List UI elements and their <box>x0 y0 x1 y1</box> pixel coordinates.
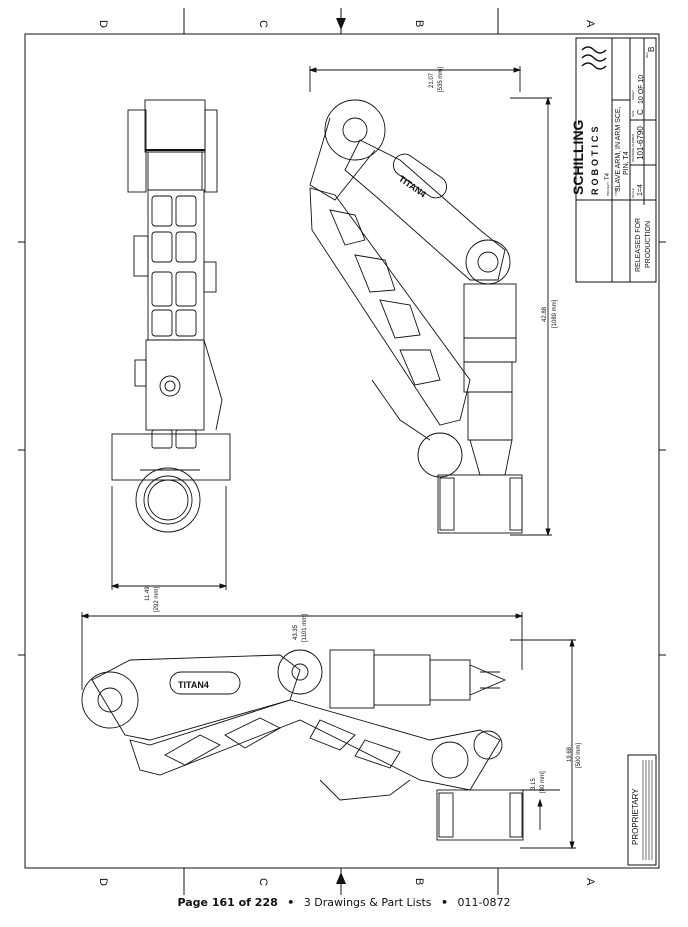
title-block: SCHILLING ROBOTICS PROJECT T4 TITLE SLAV… <box>570 37 657 866</box>
dim-bottom-height-mm: [500 mm] <box>576 743 582 768</box>
dim-top-height-mm: [1089 mm] <box>552 299 558 328</box>
size-label: SIZE <box>631 110 635 117</box>
dim-top-height: 42.88 <box>542 306 548 322</box>
zone-bottom-b: B <box>413 878 425 885</box>
size-value: C <box>636 109 645 115</box>
top-zone-ticks <box>183 8 499 895</box>
dim-side-width: 11.49 <box>145 586 151 601</box>
scale-value: 1=4 <box>637 184 644 196</box>
zone-bottom-d: D <box>97 878 109 886</box>
logo-line1: SCHILLING <box>570 119 586 195</box>
zone-top-b: B <box>413 20 425 27</box>
rev-label: REV <box>645 52 649 58</box>
rev-value: B <box>647 47 656 52</box>
footer-separator-2: • <box>441 896 449 909</box>
zone-top-c: C <box>257 20 269 28</box>
footer-doc-number: 011-0872 <box>457 896 511 909</box>
sheet-value: 10 OF 10 <box>638 75 645 104</box>
dim-bottom-height: 19.68 <box>567 746 573 762</box>
project-label: PROJECT <box>606 182 610 196</box>
zone-bottom-a: A <box>584 878 596 886</box>
title-line1: SLAVE ARM, IN ARM SCE, <box>615 106 622 192</box>
logo-line2: ROBOTICS <box>590 123 600 195</box>
arm-label-side: TITAN4 <box>397 173 428 199</box>
footer-separator-1: • <box>287 896 295 909</box>
dim-bottom-small: 3.15 <box>531 778 537 790</box>
zone-top-a: A <box>584 20 596 28</box>
zone-bottom-c: C <box>257 878 269 886</box>
project-value: T4 <box>605 172 611 180</box>
dim-top-width: 21.07 <box>429 72 435 88</box>
arm-label-bottom: TITAN4 <box>178 680 209 690</box>
dim-bottom-small-mm: [80 mm] <box>540 771 546 793</box>
page-footer: Page 161 of 228 • 3 Drawings & Part List… <box>0 896 688 909</box>
scale-label: SCALE <box>631 188 635 198</box>
dim-bottom-length-mm: [1101 mm] <box>302 614 308 642</box>
title-line2: PIN, T4 <box>623 151 630 175</box>
drawing-number: 101-6790 <box>636 126 645 160</box>
zone-top-d: D <box>97 20 109 28</box>
dim-bottom-length: 43.35 <box>293 624 299 640</box>
side-view-drawing <box>308 66 552 537</box>
dim-top-width-mm: [535 mm] <box>438 67 444 92</box>
dim-side-width-mm: [292 mm] <box>154 587 160 612</box>
bottom-center-arrow <box>336 872 346 884</box>
title-label: TITLE <box>614 188 618 196</box>
outer-border <box>24 33 660 869</box>
page-number: Page 161 of 228 <box>177 896 278 909</box>
sheet-label: SHEET <box>631 90 635 100</box>
proprietary-fineprint <box>642 760 653 860</box>
released-line2: PRODUCTION <box>645 221 652 268</box>
footer-section: 3 Drawings & Part Lists <box>303 896 432 909</box>
top-center-arrow <box>336 18 346 30</box>
proprietary-label: PROPRIETARY <box>631 788 640 845</box>
side-ticks <box>18 241 666 656</box>
released-line1: RELEASED FOR <box>635 218 642 272</box>
drawing-number-label: DRAWING NUMBER <box>631 133 635 162</box>
bottom-view-drawing <box>80 612 576 850</box>
front-view-drawing <box>110 99 231 590</box>
logo-waves-icon <box>581 46 607 70</box>
